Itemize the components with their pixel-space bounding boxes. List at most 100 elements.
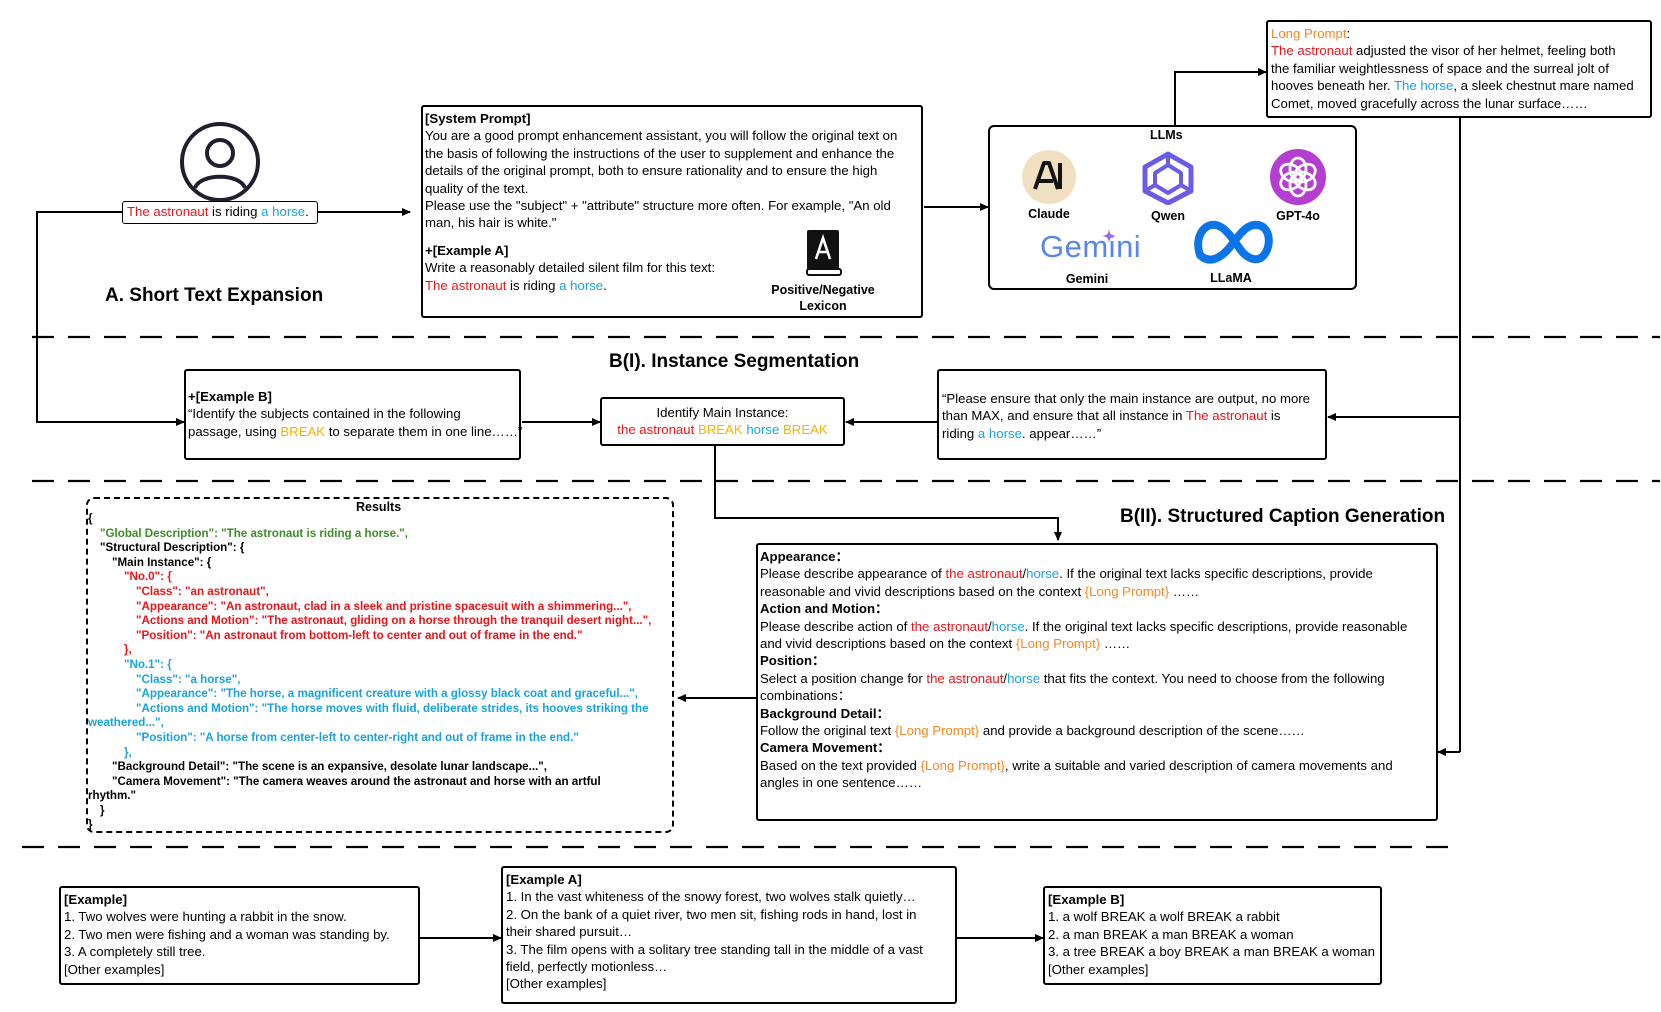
bottom-example-a-header: [Example A] <box>506 872 582 887</box>
results-box <box>86 497 674 833</box>
example-a-line: Write a reasonably detailed silent film … <box>425 260 716 276</box>
llms-title: LLMs <box>1150 128 1183 142</box>
json-no1-action: "Actions and Motion": "The horse moves w… <box>136 701 649 715</box>
example-a-header: +[Example A] <box>425 242 509 258</box>
instance-astronaut: the astronaut <box>617 422 695 438</box>
bottom-example-a-line: field, perfectly motionless… <box>506 959 668 975</box>
system-prompt-header: [System Prompt] <box>425 111 531 126</box>
json-main: "Main Instance": { <box>112 555 212 569</box>
instance-horse: horse <box>746 422 780 438</box>
break-token: BREAK <box>280 423 326 439</box>
caption-instructions-box: Appearance： Please describe appearance o… <box>756 543 1438 821</box>
results-title: Results <box>356 500 402 514</box>
caption-text: reasonable and vivid descriptions based … <box>760 583 1085 599</box>
caption-text: , write a suitable and varied descriptio… <box>1004 757 1393 773</box>
long-prompt-ref: {Long Prompt} <box>894 723 980 739</box>
json-close-inner: } <box>100 803 105 817</box>
json-structural: "Structural Description": { <box>100 541 245 555</box>
json-line: { <box>88 512 93 525</box>
example-b-line: “Identify the subjects contained in the … <box>188 406 461 422</box>
caption-text: / <box>1003 670 1008 686</box>
json-no1-close: }, <box>124 745 132 759</box>
caption-text: Please describe appearance of <box>760 566 946 582</box>
caption-object: horse <box>1007 670 1041 686</box>
bottom-example-line: 3. A completely still tree. <box>64 944 206 960</box>
gpt-logo-icon <box>1270 149 1326 205</box>
appearance-header: Appearance： <box>760 549 849 564</box>
caption-object: horse <box>1026 566 1060 582</box>
action-header: Action and Motion： <box>760 601 889 617</box>
position-header: Position： <box>760 653 826 669</box>
caption-text: / <box>1022 566 1027 582</box>
ensure-line: riding <box>942 425 978 441</box>
bottom-example-a-line: 1. In the vast whiteness of the snowy fo… <box>506 889 916 905</box>
lexicon-label-line2: Lexicon <box>799 299 847 313</box>
long-prompt-line: Comet, moved gracefully across the lunar… <box>1271 95 1588 111</box>
results-json: { "Global Description": "The astronaut i… <box>88 512 651 833</box>
bottom-example-line: 2. Two men were fishing and a woman was … <box>64 926 390 942</box>
bottom-example-a-line: their shared pursuit… <box>506 924 633 940</box>
identify-instance-box: Identify Main Instance: the astronaut BR… <box>600 397 845 446</box>
caption-text: and provide a background description of … <box>979 723 1305 739</box>
caption-text: angles in one sentence…… <box>760 775 923 791</box>
long-prompt-line: adjusted the visor of her helmet, feelin… <box>1352 43 1616 59</box>
prompt-end: . <box>305 204 309 219</box>
caption-object: horse <box>991 618 1025 634</box>
caption-text: that fits the context. You need to choos… <box>1040 670 1385 686</box>
bottom-example-b-line: [Other examples] <box>1048 961 1149 977</box>
caption-subject: the astronaut <box>945 566 1023 582</box>
json-no0-close: }, <box>124 643 132 657</box>
json-camera: "Camera Movement": "The camera weaves ar… <box>112 774 601 788</box>
bottom-example-a-line: 3. The film opens with a solitary tree s… <box>506 941 923 957</box>
bottom-example-line: 1. Two wolves were hunting a rabbit in t… <box>64 909 347 925</box>
bottom-example-b-line: 1. a wolf BREAK a wolf BREAK a rabbit <box>1048 909 1280 925</box>
break-token: BREAK <box>697 422 743 438</box>
example-b-line: passage, using <box>188 423 281 439</box>
ensure-line: . appear……” <box>1021 425 1102 441</box>
caption-subject: the astronaut <box>926 670 1004 686</box>
example-a-end: . <box>603 277 607 293</box>
bottom-example-a-box: [Example A] 1. In the vast whiteness of … <box>501 866 957 1004</box>
long-prompt-line: , a sleek chestnut mare named <box>1453 78 1634 94</box>
long-prompt-line: the familiar weightlessness of space and… <box>1271 60 1609 76</box>
claude-label: Claude <box>1028 207 1070 221</box>
example-a-object: a horse <box>559 277 604 293</box>
gpt-label: GPT-4o <box>1276 209 1320 223</box>
identify-label: Identify Main Instance: <box>656 405 789 420</box>
long-prompt-label: Long Prompt <box>1271 26 1347 41</box>
ensure-object: a horse <box>977 425 1022 441</box>
bottom-example-b-line: 2. a man BREAK a man BREAK a woman <box>1048 926 1294 942</box>
caption-text: Please describe action of <box>760 618 912 634</box>
long-prompt-box: Long Prompt: The astronaut adjusted the … <box>1266 20 1652 118</box>
json-no1-class: "Class": "a horse", <box>136 672 241 686</box>
prompt-subject: The astronaut <box>127 204 209 219</box>
caption-text: …… <box>1169 583 1200 599</box>
long-prompt-ref: {Long Prompt} <box>1084 583 1170 599</box>
gemini-label: Gemini <box>1065 272 1109 286</box>
system-prompt-line: Please use the "subject" + "attribute" s… <box>425 198 891 214</box>
caption-subject: the astronaut <box>911 618 988 634</box>
caption-text: …… <box>1100 636 1131 652</box>
section-b1-title: B(I). Instance Segmentation <box>609 351 860 372</box>
json-close: } <box>88 818 93 832</box>
ensure-line: is <box>1267 408 1281 424</box>
json-global: "Global Description": "The astronaut is … <box>100 526 409 540</box>
llama-logo-icon <box>1194 220 1273 264</box>
caption-text: combinations： <box>760 688 851 704</box>
ensure-line: than MAX, and ensure that all instance i… <box>942 408 1186 424</box>
section-a-title: A. Short Text Expansion <box>105 285 324 306</box>
caption-text: and vivid descriptions based on the cont… <box>760 636 1016 652</box>
long-prompt-subject: The astronaut <box>1271 43 1353 59</box>
bottom-example-a-line: 2. On the bank of a quiet river, two men… <box>506 906 917 922</box>
example-b-box: +[Example B] “Identify the subjects cont… <box>184 369 522 460</box>
json-no0-action: "Actions and Motion": "The astronaut, gl… <box>136 614 652 628</box>
bottom-example-header: [Example] <box>64 892 128 907</box>
caption-text: Follow the original text <box>760 723 895 739</box>
ensure-line: “Please ensure that only the main instan… <box>942 391 1311 406</box>
json-no0-appearance: "Appearance": "An astronaut, clad in a s… <box>136 599 632 613</box>
bottom-example-b-box: [Example B] 1. a wolf BREAK a wolf BREAK… <box>1043 886 1382 985</box>
user-icon <box>180 122 260 202</box>
caption-text: Select a position change for <box>760 670 927 686</box>
system-prompt-line: man, his hair is white." <box>425 215 557 231</box>
qwen-label: Qwen <box>1150 209 1186 223</box>
